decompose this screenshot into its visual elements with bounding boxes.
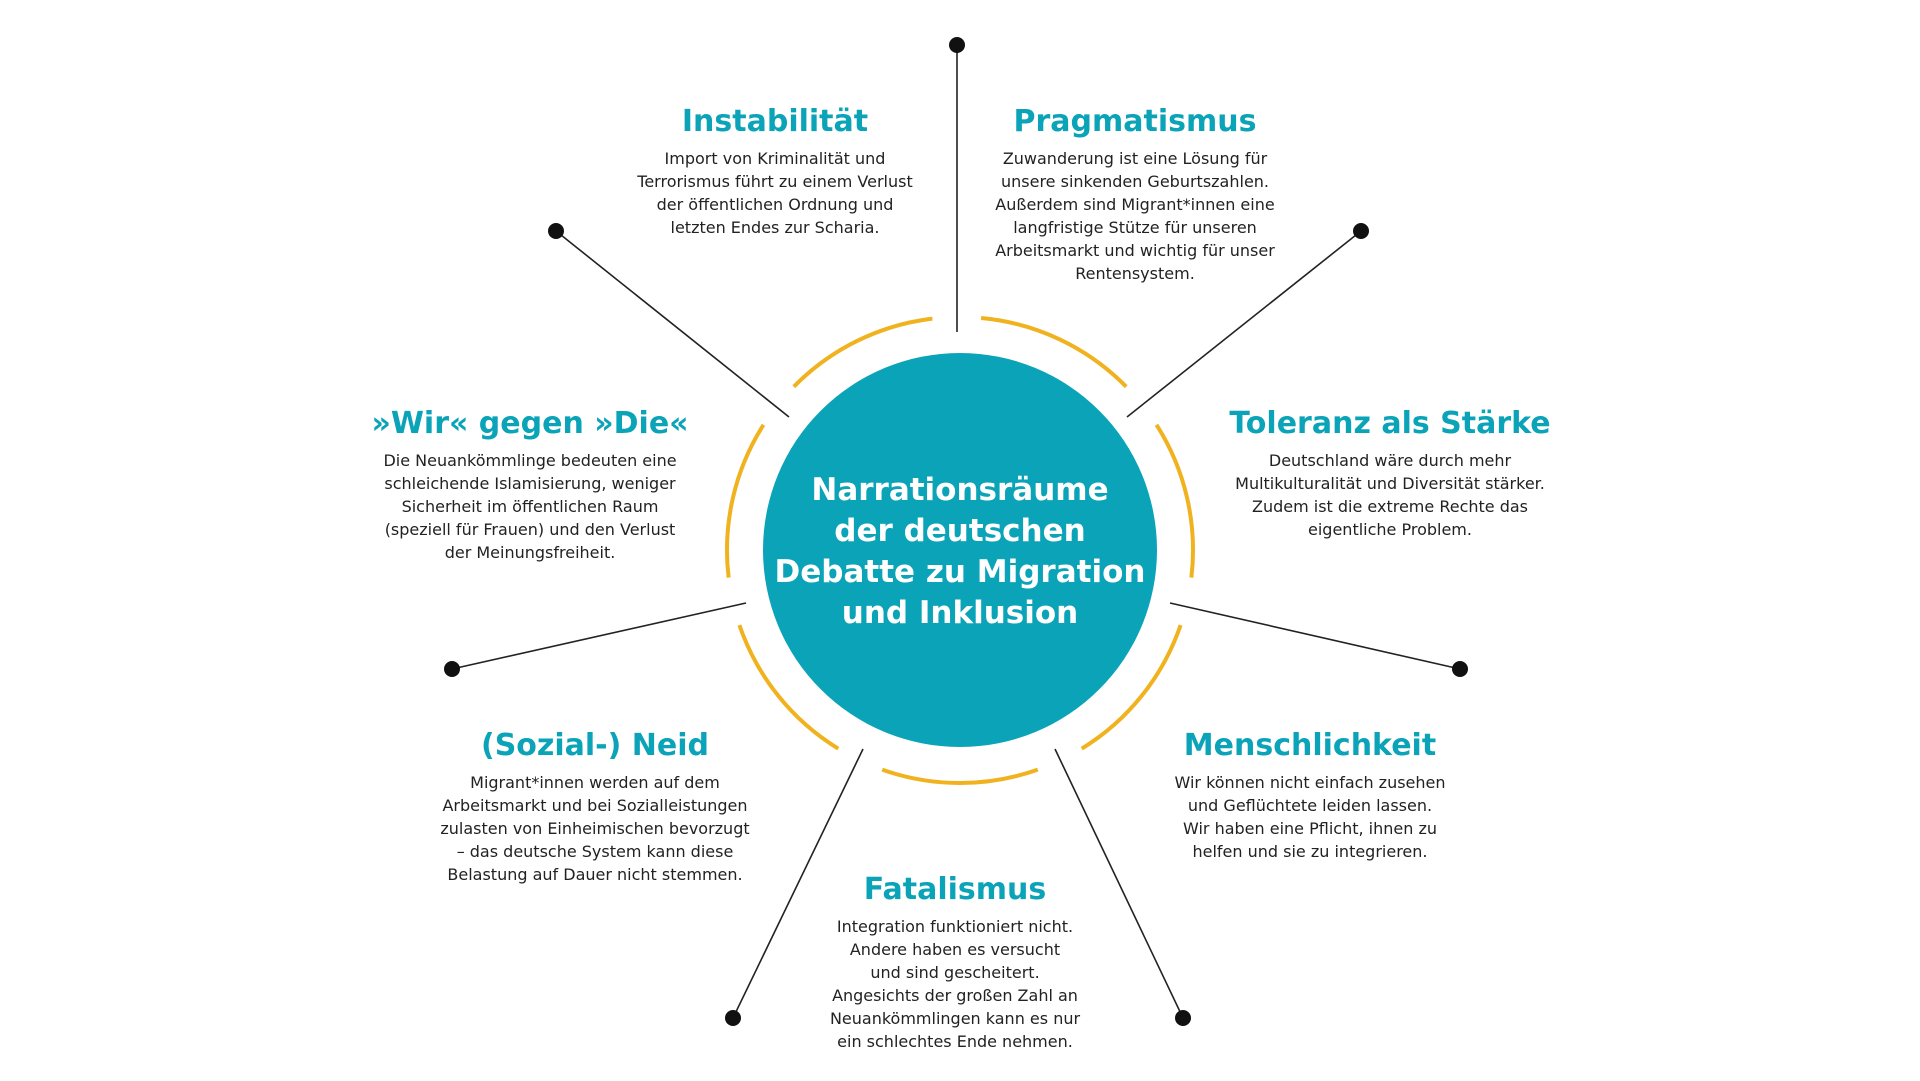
spoke-dot-left xyxy=(444,661,460,677)
node-sozial-neid: (Sozial-) Neid Migrant*innen werden auf … xyxy=(420,727,770,886)
ring-arc xyxy=(881,767,1039,785)
node-description-line: Belastung auf Dauer nicht stemmen. xyxy=(447,865,743,884)
node-description-line: Die Neuankömmlinge bedeuten eine xyxy=(383,451,677,470)
node-description: Migrant*innen werden auf dem Arbeitsmark… xyxy=(420,771,770,886)
node-wir-gegen-die: »Wir« gegen »Die« Die Neuankömmlinge bed… xyxy=(330,405,730,564)
spoke-line-right xyxy=(1169,602,1461,670)
node-description-line: (speziell für Frauen) und den Verlust xyxy=(384,520,676,539)
node-description-line: Multikulturalität und Diversität stärker… xyxy=(1235,474,1545,493)
center-title-line: und Inklusion xyxy=(841,595,1079,631)
node-description-line: Migrant*innen werden auf dem xyxy=(470,773,720,792)
node-description-line: unsere sinkenden Geburtszahlen. xyxy=(1000,172,1270,191)
node-menschlichkeit: Menschlichkeit Wir können nicht einfach … xyxy=(1135,727,1485,863)
center-title-line: der deutschen xyxy=(834,513,1086,549)
node-description-line: Arbeitsmarkt und bei Sozialleistungen xyxy=(442,796,748,815)
center-title: Narrationsräume der deutschen Debatte zu… xyxy=(770,470,1150,634)
node-description-line: eigentliche Problem. xyxy=(1308,520,1472,539)
node-description-line: – das deutsche System kann diese xyxy=(456,842,734,861)
node-title: Fatalismus xyxy=(863,872,1047,907)
node-description-line: Neuankömmlingen kann es nur xyxy=(829,1009,1081,1028)
node-description-line: Andere haben es versucht xyxy=(849,940,1061,959)
ring-arc xyxy=(1154,423,1195,578)
node-instabilitaet: Instabilität Import von Kriminalität und… xyxy=(600,103,950,239)
center-title-line: Debatte zu Migration xyxy=(774,554,1146,590)
node-toleranz: Toleranz als Stärke Deutschland wäre dur… xyxy=(1190,405,1590,541)
node-description: Zuwanderung ist eine Lösung für unsere s… xyxy=(960,147,1310,285)
node-description-line: Terrorismus führt zu einem Verlust xyxy=(637,172,913,191)
spoke-dot-right xyxy=(1452,661,1468,677)
center-circle xyxy=(763,353,1157,747)
node-title: Menschlichkeit xyxy=(1183,728,1437,763)
node-description-line: Import von Kriminalität und xyxy=(664,149,886,168)
spoke-dot-top xyxy=(949,37,965,53)
spoke-dot-bottom-right xyxy=(1175,1010,1191,1026)
node-pragmatismus: Pragmatismus Zuwanderung ist eine Lösung… xyxy=(960,103,1310,285)
node-title: Toleranz als Stärke xyxy=(1229,406,1551,441)
spoke-dot-top-right xyxy=(1353,223,1369,239)
spoke-line-left xyxy=(451,602,747,670)
node-description-line: Deutschland wäre durch mehr xyxy=(1268,451,1512,470)
node-description-line: Zudem ist die extreme Rechte das xyxy=(1251,497,1528,516)
node-description: Die Neuankömmlinge bedeuten eine schleic… xyxy=(330,449,730,564)
node-description-line: und Geflüchtete leiden lassen. xyxy=(1187,796,1433,815)
spoke-line-top-right xyxy=(1126,230,1362,418)
node-description-line: Angesichts der großen Zahl an xyxy=(832,986,1078,1005)
spoke-line-bottom-right xyxy=(1054,748,1184,1019)
node-title: (Sozial-) Neid xyxy=(480,728,710,763)
node-title: Instabilität xyxy=(681,104,869,139)
node-description-line: helfen und sie zu integrieren. xyxy=(1192,842,1428,861)
node-description-line: ein schlechtes Ende nehmen. xyxy=(837,1032,1073,1051)
node-description-line: letzten Endes zur Scharia. xyxy=(670,218,880,237)
node-description: Wir können nicht einfach zusehen und Gef… xyxy=(1135,771,1485,863)
node-description-line: Sicherheit im öffentlichen Raum xyxy=(401,497,659,516)
spoke-dot-bottom-left xyxy=(725,1010,741,1026)
center-title-line: Narrationsräume xyxy=(811,472,1109,508)
spoke-dots xyxy=(444,37,1468,1026)
spoke-dot-top-left xyxy=(548,223,564,239)
ring-arc xyxy=(737,624,840,751)
node-description-line: Außerdem sind Migrant*innen eine xyxy=(995,195,1275,214)
node-description-line: Wir haben eine Pflicht, ihnen zu xyxy=(1183,819,1437,838)
node-description-line: Rentensystem. xyxy=(1075,264,1195,283)
ring-arc xyxy=(1080,624,1183,751)
ring-arc xyxy=(792,316,933,389)
node-description-line: langfristige Stütze für unseren xyxy=(1013,218,1257,237)
node-description: Integration funktioniert nicht. Andere h… xyxy=(780,915,1130,1053)
node-description-line: und sind gescheitert. xyxy=(870,963,1040,982)
node-description: Deutschland wäre durch mehr Multikultura… xyxy=(1190,449,1590,541)
node-description-line: Integration funktioniert nicht. xyxy=(836,917,1074,936)
ring-arc xyxy=(980,315,1128,389)
spoke-line-bottom-left xyxy=(732,748,864,1019)
spokes xyxy=(451,45,1461,1019)
node-description-line: Wir können nicht einfach zusehen xyxy=(1174,773,1446,792)
node-description-line: zulasten von Einheimischen bevorzugt xyxy=(440,819,750,838)
node-title: Pragmatismus xyxy=(1013,104,1257,139)
ring-arc xyxy=(725,423,766,578)
node-title: »Wir« gegen »Die« xyxy=(371,406,689,441)
spoke-line-top-left xyxy=(555,230,790,418)
node-description-line: der Meinungsfreiheit. xyxy=(444,543,616,562)
node-description-line: Arbeitsmarkt und wichtig für unser xyxy=(995,241,1275,260)
node-description-line: schleichende Islamisierung, weniger xyxy=(384,474,676,493)
outer-ring xyxy=(725,315,1195,785)
node-description-line: Zuwanderung ist eine Lösung für xyxy=(1002,149,1268,168)
node-description-line: der öffentlichen Ordnung und xyxy=(656,195,894,214)
node-fatalismus: Fatalismus Integration funktioniert nich… xyxy=(780,871,1130,1053)
node-description: Import von Kriminalität und Terrorismus … xyxy=(600,147,950,239)
